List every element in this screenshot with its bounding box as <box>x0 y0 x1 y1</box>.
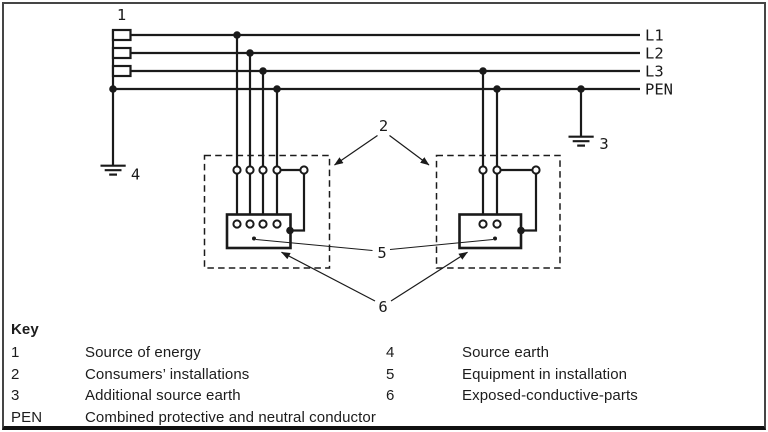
distribution-conductors <box>113 33 640 91</box>
leader-6-left <box>281 251 376 302</box>
key-desc-source-of-energy: Source of energy <box>85 344 201 361</box>
equipment-terminal <box>478 219 488 229</box>
label-conductor-l1: L1 <box>645 27 664 45</box>
diagram-labels: 1 2 3 4 5 6 L1 L2 L3 PEN <box>117 6 673 316</box>
source-winding-l1 <box>111 28 132 42</box>
origin-terminal <box>478 165 488 175</box>
equipment-ref-dot-1 <box>252 236 256 241</box>
label-source-of-energy: 1 <box>117 6 126 24</box>
key-title: Key <box>11 321 39 338</box>
key-symbol-3: 3 <box>11 387 20 404</box>
origin-terminal <box>272 165 282 175</box>
tap-dot-pen <box>493 85 501 93</box>
key-symbol-pen: PEN <box>11 408 43 426</box>
consumers-installation-2 <box>435 67 561 269</box>
tap-dot-l3 <box>259 67 267 75</box>
leader-5-left <box>255 239 373 251</box>
key-symbol-1: 1 <box>11 344 20 361</box>
equipment-ref-dot-2 <box>493 236 497 241</box>
leader-2-right <box>389 135 430 166</box>
origin-terminal <box>492 165 502 175</box>
callout-leaders <box>255 135 494 302</box>
key-desc-exposed-conductive-parts: Exposed-conductive-parts <box>462 387 638 404</box>
tap-dot-l3 <box>479 67 487 75</box>
label-conductor-l2: L2 <box>645 45 664 63</box>
label-additional-source-earth: 3 <box>599 135 608 153</box>
source-of-energy <box>109 28 132 166</box>
leader-2-left <box>334 135 378 166</box>
key-desc-additional-source-earth: Additional source earth <box>85 387 241 404</box>
equipment-terminal <box>258 219 268 229</box>
tap-dot-pen <box>273 85 281 93</box>
origin-terminal <box>232 165 242 175</box>
key-desc-equipment-in-installation: Equipment in installation <box>462 365 628 383</box>
pe-bond-dot-1 <box>286 226 294 235</box>
key-desc-pen: Combined protective and neutral conducto… <box>85 408 376 426</box>
source-earth-icon <box>100 164 126 176</box>
label-equipment-in-installation: 5 <box>377 244 386 262</box>
leader-6-right <box>390 251 468 302</box>
origin-terminal <box>531 165 541 175</box>
key-symbol-2: 2 <box>11 365 20 383</box>
installation-1-boundary <box>203 154 331 269</box>
key-symbol-5: 5 <box>386 365 395 383</box>
pe-conductor <box>522 170 538 232</box>
equipment-terminal <box>272 219 282 229</box>
tap-dot-l2 <box>246 49 254 57</box>
key-symbol-6: 6 <box>386 387 395 404</box>
equipment-box-2 <box>458 213 523 250</box>
earthing-system-diagram: 1 2 3 4 5 6 L1 L2 L3 PEN <box>100 6 673 316</box>
label-conductor-l3: L3 <box>645 63 664 81</box>
additional-source-earth-icon <box>568 85 594 147</box>
source-winding-l2 <box>111 46 132 60</box>
label-consumers-installations: 2 <box>379 117 388 135</box>
label-conductor-pen: PEN <box>645 81 673 99</box>
origin-terminal <box>245 165 255 175</box>
source-winding-l3 <box>111 64 132 78</box>
pen-source-junction-dot <box>109 85 117 93</box>
pen-earth-junction-dot <box>577 85 585 93</box>
key-desc-consumers-installations: Consumers’ installations <box>85 365 250 383</box>
equipment-terminal <box>232 219 242 229</box>
label-source-earth: 4 <box>131 166 140 184</box>
key-symbol-4: 4 <box>386 344 395 361</box>
label-exposed-conductive-parts: 6 <box>378 298 387 316</box>
pe-bond-dot-2 <box>517 226 525 235</box>
consumers-installation-1 <box>203 31 331 269</box>
equipment-terminal <box>492 219 502 229</box>
pe-conductor <box>291 170 306 232</box>
equipment-terminal <box>245 219 255 229</box>
tap-dot-l1 <box>233 31 241 39</box>
origin-terminal <box>299 165 309 175</box>
key-desc-source-earth: Source earth <box>462 344 550 361</box>
origin-terminal <box>258 165 268 175</box>
leader-5-right <box>389 239 494 250</box>
